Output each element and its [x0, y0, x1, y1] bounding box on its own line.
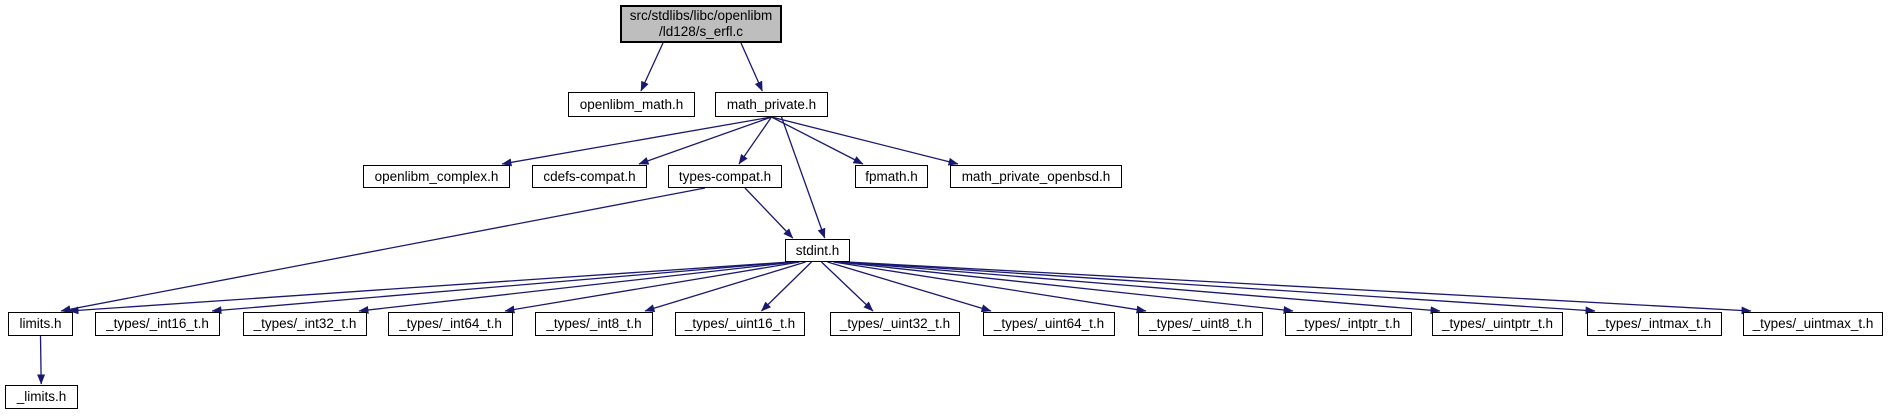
- edge-math-private-h-to-math-private-openbsd-h: [771, 116, 959, 166]
- edge-stdint-h-to-types-uint64-t-h: [827, 261, 992, 313]
- node-types-uint64-t-h: _types/_uint64_t.h: [983, 312, 1115, 336]
- edge-types-compat-h-to-stdint-h: [744, 187, 794, 239]
- node-types-uint8-t-h: _types/_uint8_t.h: [1138, 312, 1263, 336]
- node-types-intmax-t-h: _types/_intmax_t.h: [1587, 312, 1722, 336]
- node-openlibm-complex-h: openlibm_complex.h: [363, 165, 510, 188]
- node-stdint-h: stdint.h: [785, 239, 850, 262]
- edge-stdint-h-to-types-uintmax-t-h: [847, 261, 1752, 315]
- node-types-int16-t-h: _types/_int16_t.h: [95, 312, 220, 336]
- node-root: src/stdlibs/libc/openlibm /ld128/s_erfl.…: [620, 5, 782, 43]
- node-limits2-h: _limits.h: [5, 385, 78, 409]
- edge-math-private-h-to-fpmath-h: [771, 116, 864, 165]
- edge-stdint-h-to-types-uint32-t-h: [821, 261, 874, 312]
- node-types-int8-t-h: _types/_int8_t.h: [535, 312, 653, 336]
- node-types-uintmax-t-h: _types/_uintmax_t.h: [1743, 312, 1883, 336]
- edge-stdint-h-to-types-int32-t-h: [358, 261, 796, 314]
- node-openlibm-math-h: openlibm_math.h: [568, 92, 695, 117]
- edge-math-private-h-to-stdint-h: [780, 116, 826, 239]
- node-types-uint32-t-h: _types/_uint32_t.h: [830, 312, 960, 336]
- edge-stdint-h-to-types-intmax-t-h: [844, 261, 1596, 315]
- edge-stdint-h-to-types-int16-t-h: [211, 261, 792, 315]
- edge-stdint-h-to-types-uintptr-t-h: [841, 261, 1441, 315]
- edge-stdint-h-to-limits-h: [68, 261, 790, 315]
- node-fpmath-h: fpmath.h: [855, 165, 928, 188]
- edge-types-compat-h-to-limits-h: [60, 187, 706, 314]
- edge-stdint-h-to-types-intptr-t-h: [837, 261, 1294, 314]
- node-math-private-openbsd-h: math_private_openbsd.h: [950, 165, 1122, 188]
- node-types-int32-t-h: _types/_int32_t.h: [243, 312, 367, 336]
- node-cdefs-compat-h: cdefs-compat.h: [532, 165, 647, 188]
- node-types-int64-t-h: _types/_int64_t.h: [388, 312, 513, 336]
- node-types-uint16-t-h: _types/_uint16_t.h: [675, 312, 805, 336]
- edge-stdint-h-to-types-uint16-t-h: [760, 261, 812, 312]
- edge-math-private-h-to-types-compat-h: [738, 116, 773, 165]
- node-types-intptr-t-h: _types/_intptr_t.h: [1285, 312, 1412, 336]
- edge-math-private-h-to-cdefs-compat-h: [638, 116, 772, 165]
- node-types-uintptr-t-h: _types/_uintptr_t.h: [1432, 312, 1563, 336]
- edge-math-private-h-to-openlibm-complex-h: [501, 116, 772, 167]
- edge-limits-h-to-limits2-h: [37, 335, 46, 385]
- node-types-compat-h: types-compat.h: [668, 165, 782, 188]
- edge-root-to-openlibm-math-h: [640, 42, 664, 92]
- edge-stdint-h-to-types-uint8-t-h: [833, 261, 1147, 314]
- edge-stdint-h-to-types-int64-t-h: [504, 261, 800, 314]
- node-limits-h: limits.h: [8, 312, 73, 336]
- node-math-private-h: math_private.h: [715, 92, 828, 117]
- edge-stdint-h-to-types-int8-t-h: [644, 261, 806, 313]
- edge-root-to-math-private-h: [740, 42, 763, 92]
